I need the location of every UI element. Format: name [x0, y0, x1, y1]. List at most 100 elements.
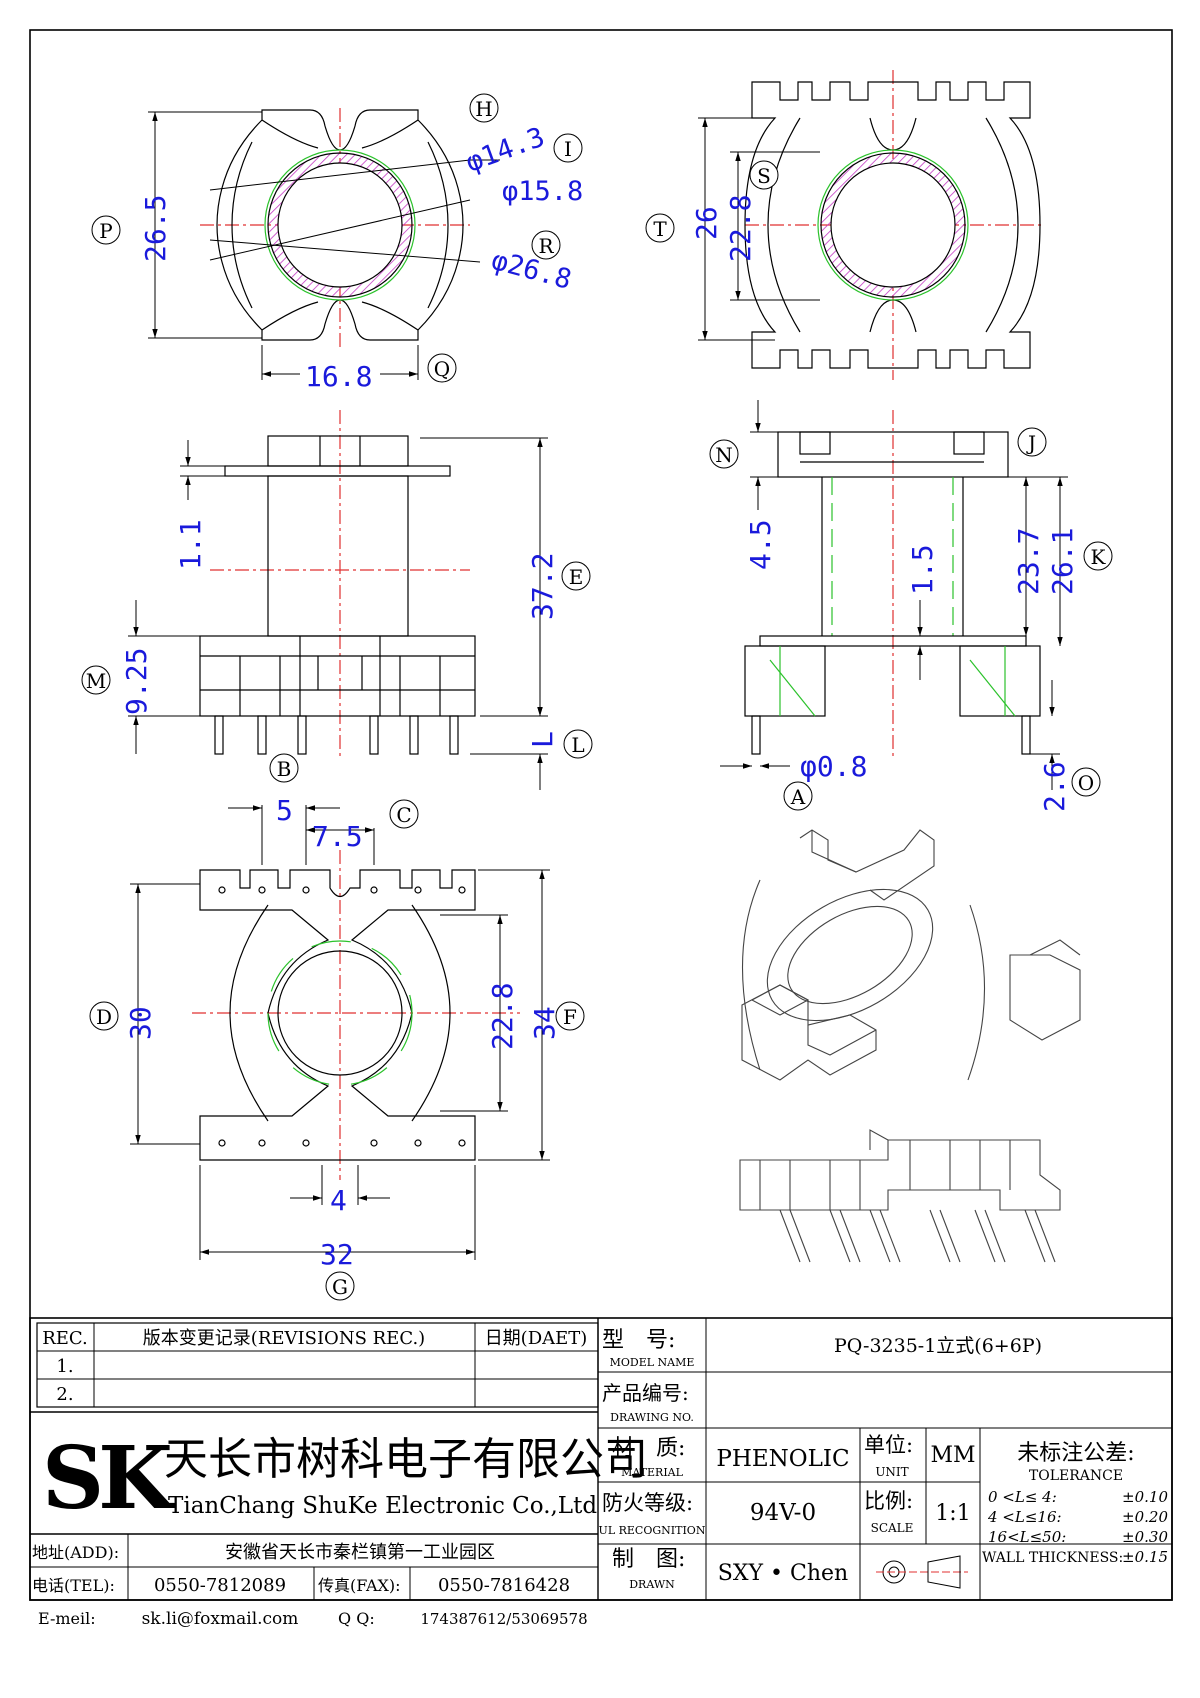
fax-value: 0550-7816428 — [438, 1575, 570, 1596]
fire-label-en: UL RECOGNITION — [599, 1524, 706, 1537]
material-label-en: MATERIAL — [621, 1466, 684, 1479]
drawing-no-label-cn: 产品编号: — [602, 1381, 689, 1405]
drawn-value: SXY • Chen — [718, 1561, 848, 1586]
dim-front-right-h1: 23.7 — [1012, 528, 1045, 595]
svg-text:H: H — [475, 97, 492, 121]
svg-text:B: B — [277, 757, 292, 781]
callout-E: E — [561, 561, 591, 591]
svg-text:±0.30: ±0.30 — [1122, 1528, 1168, 1546]
svg-text:N: N — [715, 443, 733, 467]
svg-text:单位:: 单位: — [864, 1433, 913, 1457]
qq-label: Q Q: — [338, 1609, 375, 1628]
fire-label-cn: 防火等级: — [602, 1491, 693, 1515]
tel-label: 电话(TEL): — [32, 1576, 115, 1595]
svg-text:F: F — [563, 1005, 577, 1029]
svg-text:WALL THICKNESS:: WALL THICKNESS: — [982, 1550, 1123, 1566]
view-front-right-text: 4.5 1.5 23.7 26.1 φ0.8 2.6 N J K A O — [709, 427, 1113, 812]
dim-bottom-left-slot: 4 — [330, 1184, 347, 1217]
dim-bottom-left-p1: 5 — [276, 794, 293, 827]
dim-bottom-left-p2: 7.5 — [312, 820, 363, 853]
view-top-right-text: 26 22.8 S T — [645, 160, 779, 262]
model-label-en: MODEL NAME — [610, 1356, 695, 1369]
callout-C: C — [389, 799, 419, 829]
callout-B: B — [269, 753, 299, 783]
svg-text:A: A — [790, 785, 806, 809]
email-label: E-meil: — [38, 1609, 96, 1628]
svg-text:Q: Q — [434, 357, 450, 381]
svg-text:SK: SK — [42, 1428, 176, 1529]
rev-date-header: 日期(DAET) — [485, 1328, 588, 1349]
svg-text:K: K — [1091, 545, 1107, 569]
svg-text:E: E — [569, 565, 584, 589]
view-front-right-dims — [720, 400, 1068, 790]
fax-label: 传真(FAX): — [318, 1576, 401, 1595]
rev-col-header: REC. — [42, 1328, 88, 1349]
svg-text:M: M — [86, 669, 106, 693]
svg-text:16<L≤50:: 16<L≤50: — [988, 1528, 1066, 1546]
callout-L: L — [563, 729, 593, 759]
svg-text:R: R — [538, 234, 554, 258]
view-top-left-dims — [148, 111, 500, 380]
callout-Q: Q — [427, 353, 457, 383]
view-top-left-text: 26.5 16.8 φ14.3 φ15.8 φ26.8 H I R P Q — [91, 93, 583, 393]
view-front-right — [744, 410, 1041, 760]
scale-block: 比例: SCALE 1:1 — [864, 1489, 971, 1535]
dim-bottom-left-h-mid: 30 — [124, 1006, 157, 1040]
tel-value: 0550-7812089 — [154, 1575, 286, 1596]
dim-front-right-pin-d: φ0.8 — [800, 750, 867, 783]
qq-value: 174387612/53069578 — [420, 1610, 587, 1628]
title-block — [29, 1317, 1173, 1601]
dim-front-left-flange: 1.1 — [174, 519, 207, 570]
svg-text:P: P — [99, 219, 112, 243]
dim-front-right-h2: 26.1 — [1046, 528, 1079, 595]
drawn-label-cn: 制 图: — [612, 1547, 685, 1572]
svg-text:UNIT: UNIT — [875, 1465, 908, 1479]
rev-row-2: 2. — [56, 1384, 73, 1405]
dim-top-left-d2: φ15.8 — [502, 176, 583, 207]
view-isometric — [739, 829, 1081, 1263]
dim-top-left-d1: φ14.3 — [462, 122, 549, 179]
view-front-left — [199, 410, 476, 760]
drawn-label-en: DRAWN — [629, 1578, 675, 1591]
dim-front-left-base: 9.25 — [120, 648, 153, 715]
view-bottom-left-dims — [130, 805, 550, 1260]
svg-text:I: I — [564, 137, 572, 161]
material-value: PHENOLIC — [716, 1446, 849, 1472]
email-value: sk.li@foxmail.com — [142, 1609, 299, 1629]
company-logo: SK — [42, 1428, 182, 1529]
svg-text:±0.10: ±0.10 — [1122, 1488, 1168, 1506]
dim-bottom-left-width: 32 — [320, 1238, 354, 1271]
callout-T: T — [645, 213, 675, 243]
svg-text:SCALE: SCALE — [871, 1521, 914, 1535]
svg-text:J: J — [1026, 431, 1036, 455]
dim-front-right-pin-len: 2.6 — [1038, 761, 1071, 812]
projection-symbol — [876, 1555, 968, 1589]
addr-value: 安徽省天长市秦栏镇第一工业园区 — [225, 1542, 495, 1563]
unit-value: MM — [930, 1443, 975, 1468]
svg-text:TOLERANCE: TOLERANCE — [1029, 1468, 1123, 1484]
view-bottom-left — [192, 850, 520, 1180]
svg-text:L: L — [571, 733, 584, 757]
dim-front-right-n: 4.5 — [744, 519, 777, 570]
dim-bottom-left-h-inner: 22.8 — [486, 983, 519, 1050]
svg-text:0 <L≤ 4:: 0 <L≤ 4: — [988, 1488, 1057, 1506]
unit-block: 单位: UNIT MM — [864, 1433, 976, 1479]
callout-M: M — [81, 665, 111, 695]
addr-label: 地址(ADD): — [32, 1543, 119, 1562]
view-top-left — [200, 108, 470, 350]
dim-front-left-pin: L — [526, 731, 559, 748]
material-label-cn: 材 质: — [612, 1436, 685, 1461]
svg-text:T: T — [653, 217, 667, 241]
dim-front-left-height: 37.2 — [526, 553, 559, 620]
scale-value: 1:1 — [935, 1501, 970, 1526]
fire-value: 94V-0 — [750, 1500, 816, 1526]
dim-top-left-d3: φ26.8 — [488, 245, 575, 296]
model-value: PQ-3235-1立式(6+6P) — [834, 1335, 1042, 1357]
dim-top-left-width: 16.8 — [305, 360, 372, 393]
svg-text:比例:: 比例: — [864, 1489, 913, 1513]
callout-A: A — [783, 781, 813, 811]
sheet-border — [29, 29, 1173, 1601]
dim-front-right-wall: 1.5 — [906, 544, 939, 595]
tolerance-block: 未标注公差: TOLERANCE 0 <L≤ 4: ±0.10 4 <L≤16:… — [982, 1441, 1168, 1566]
